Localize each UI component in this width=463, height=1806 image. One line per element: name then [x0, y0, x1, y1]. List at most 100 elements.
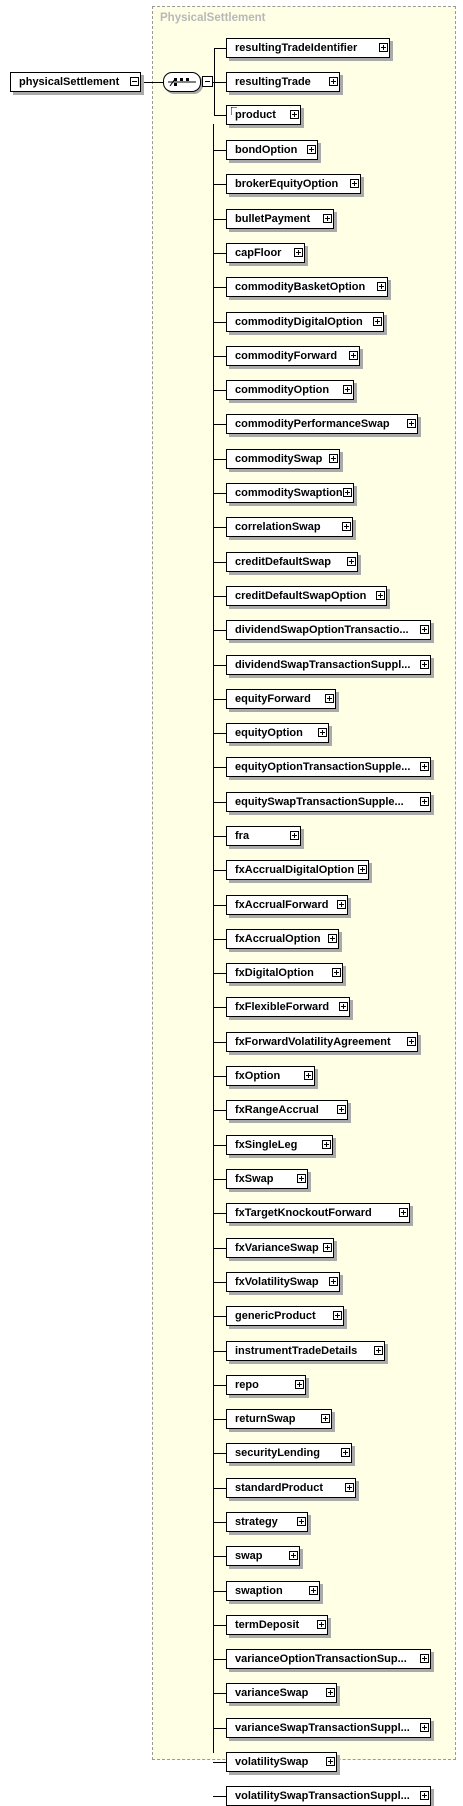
expand-icon[interactable]: [326, 1688, 335, 1697]
element-volatility-swap-transaction-suppl[interactable]: volatilitySwapTransactionSuppl...: [226, 1786, 431, 1806]
element-variance-option-transaction-sup[interactable]: varianceOptionTransactionSup...: [226, 1649, 431, 1669]
expand-icon[interactable]: [343, 488, 352, 497]
expand-icon[interactable]: [339, 1002, 348, 1011]
element-fx-variance-swap[interactable]: fxVarianceSwap: [226, 1238, 334, 1258]
expand-icon[interactable]: [329, 1277, 338, 1286]
expand-icon[interactable]: [337, 900, 346, 909]
expand-icon[interactable]: [420, 797, 429, 806]
element-commodity-performance-swap[interactable]: commodityPerformanceSwap: [226, 414, 418, 434]
element-commodity-swap[interactable]: commoditySwap: [226, 449, 340, 469]
expand-icon[interactable]: [323, 214, 332, 223]
element-volatility-swap[interactable]: volatilitySwap: [226, 1752, 337, 1772]
element-bullet-payment[interactable]: bulletPayment: [226, 209, 334, 229]
expand-icon[interactable]: [358, 865, 367, 874]
expand-icon[interactable]: [321, 1414, 330, 1423]
expand-icon[interactable]: [332, 968, 341, 977]
sequence-collapse-icon[interactable]: [202, 76, 213, 87]
expand-icon[interactable]: [407, 419, 416, 428]
expand-icon[interactable]: [341, 1448, 350, 1457]
element-resulting-trade[interactable]: resultingTrade: [226, 72, 340, 92]
element-bond-option[interactable]: bondOption: [226, 140, 318, 160]
element-commodity-swaption[interactable]: commoditySwaption: [226, 483, 354, 503]
element-fra[interactable]: fra: [226, 826, 301, 846]
expand-icon[interactable]: [379, 43, 388, 52]
element-commodity-basket-option[interactable]: commodityBasketOption: [226, 277, 388, 297]
element-dividend-swap-transaction-suppl[interactable]: dividendSwapTransactionSuppl...: [226, 655, 431, 675]
element-fx-target-knockout-forward[interactable]: fxTargetKnockoutForward: [226, 1203, 410, 1223]
element-generic-product[interactable]: genericProduct: [226, 1306, 344, 1326]
expand-icon[interactable]: [420, 1654, 429, 1663]
expand-icon[interactable]: [307, 145, 316, 154]
element-fx-flexible-forward[interactable]: fxFlexibleForward: [226, 997, 350, 1017]
element-fx-accrual-digital-option[interactable]: fxAccrualDigitalOption: [226, 860, 369, 880]
expand-icon[interactable]: [376, 591, 385, 600]
element-correlation-swap[interactable]: correlationSwap: [226, 517, 353, 537]
element-fx-accrual-forward[interactable]: fxAccrualForward: [226, 895, 348, 915]
element-variance-swap-transaction-suppl[interactable]: varianceSwapTransactionSuppl...: [226, 1718, 431, 1738]
expand-icon[interactable]: [347, 557, 356, 566]
expand-icon[interactable]: [349, 351, 358, 360]
expand-icon[interactable]: [420, 1723, 429, 1732]
expand-icon[interactable]: [343, 385, 352, 394]
expand-icon[interactable]: [290, 110, 299, 119]
element-equity-option[interactable]: equityOption: [226, 723, 329, 743]
element-commodity-option[interactable]: commodityOption: [226, 380, 354, 400]
expand-icon[interactable]: [289, 1551, 298, 1560]
element-swaption[interactable]: swaption: [226, 1581, 320, 1601]
expand-icon[interactable]: [317, 1620, 326, 1629]
expand-icon[interactable]: [342, 522, 351, 531]
collapse-icon[interactable]: [130, 77, 139, 86]
expand-icon[interactable]: [295, 1380, 304, 1389]
expand-icon[interactable]: [304, 1071, 313, 1080]
expand-icon[interactable]: [374, 1346, 383, 1355]
element-standard-product[interactable]: standardProduct: [226, 1478, 356, 1498]
element-return-swap[interactable]: returnSwap: [226, 1409, 332, 1429]
element-equity-swap-transaction-supple[interactable]: equitySwapTransactionSupple...: [226, 792, 431, 812]
element-strategy[interactable]: strategy: [226, 1512, 308, 1532]
expand-icon[interactable]: [328, 934, 337, 943]
expand-icon[interactable]: [297, 1517, 306, 1526]
expand-icon[interactable]: [337, 1105, 346, 1114]
expand-icon[interactable]: [294, 248, 303, 257]
element-fx-digital-option[interactable]: fxDigitalOption: [226, 963, 343, 983]
element-commodity-digital-option[interactable]: commodityDigitalOption: [226, 312, 384, 332]
root-element-physical-settlement[interactable]: physicalSettlement: [10, 72, 141, 92]
element-security-lending[interactable]: securityLending: [226, 1443, 352, 1463]
element-repo[interactable]: repo: [226, 1375, 306, 1395]
expand-icon[interactable]: [377, 282, 386, 291]
expand-icon[interactable]: [322, 1140, 331, 1149]
element-fx-forward-volatility-agreement[interactable]: fxForwardVolatilityAgreement: [226, 1032, 418, 1052]
expand-icon[interactable]: [373, 317, 382, 326]
expand-icon[interactable]: [309, 1586, 318, 1595]
expand-icon[interactable]: [407, 1037, 416, 1046]
element-term-deposit[interactable]: termDeposit: [226, 1615, 328, 1635]
expand-icon[interactable]: [325, 694, 334, 703]
expand-icon[interactable]: [345, 1483, 354, 1492]
expand-icon[interactable]: [350, 179, 359, 188]
element-fx-option[interactable]: fxOption: [226, 1066, 315, 1086]
element-equity-option-transaction-supple[interactable]: equityOptionTransactionSupple...: [226, 757, 431, 777]
expand-icon[interactable]: [323, 1243, 332, 1252]
element-fx-volatility-swap[interactable]: fxVolatilitySwap: [226, 1272, 340, 1292]
element-variance-swap[interactable]: varianceSwap: [226, 1683, 337, 1703]
element-product[interactable]: product: [226, 105, 301, 125]
element-swap[interactable]: swap: [226, 1546, 300, 1566]
element-dividend-swap-option-transactio[interactable]: dividendSwapOptionTransactio...: [226, 620, 431, 640]
element-commodity-forward[interactable]: commodityForward: [226, 346, 360, 366]
expand-icon[interactable]: [420, 762, 429, 771]
expand-icon[interactable]: [329, 77, 338, 86]
element-resulting-trade-identifier[interactable]: resultingTradeIdentifier: [226, 38, 390, 58]
expand-icon[interactable]: [290, 831, 299, 840]
expand-icon[interactable]: [333, 1311, 342, 1320]
element-equity-forward[interactable]: equityForward: [226, 689, 336, 709]
element-instrument-trade-details[interactable]: instrumentTradeDetails: [226, 1341, 385, 1361]
expand-icon[interactable]: [420, 1791, 429, 1800]
element-fx-accrual-option[interactable]: fxAccrualOption: [226, 929, 339, 949]
expand-icon[interactable]: [329, 454, 338, 463]
element-fx-range-accrual[interactable]: fxRangeAccrual: [226, 1100, 348, 1120]
element-credit-default-swap[interactable]: creditDefaultSwap: [226, 552, 358, 572]
element-fx-single-leg[interactable]: fxSingleLeg: [226, 1135, 333, 1155]
expand-icon[interactable]: [420, 625, 429, 634]
expand-icon[interactable]: [420, 660, 429, 669]
expand-icon[interactable]: [297, 1174, 306, 1183]
